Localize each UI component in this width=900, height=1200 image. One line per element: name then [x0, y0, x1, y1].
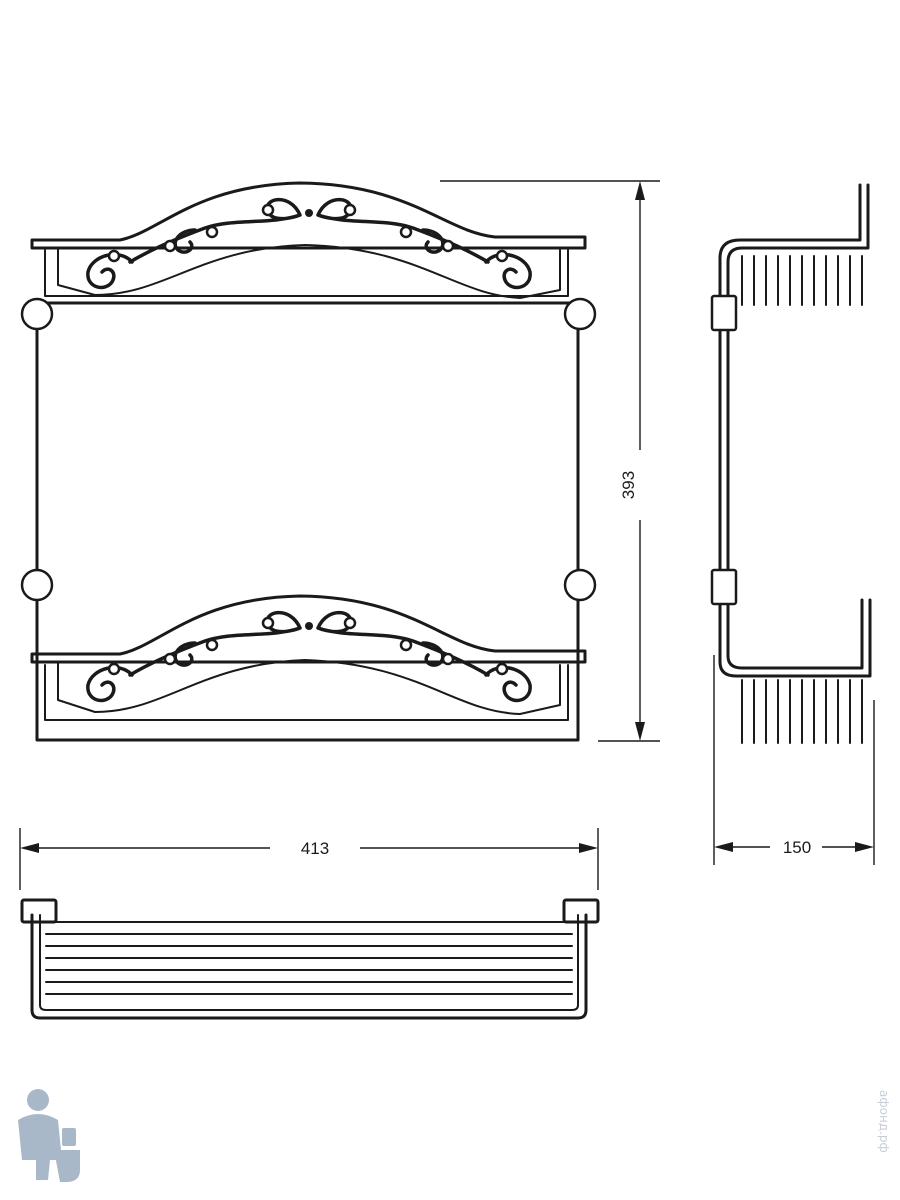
side-bottom-hook	[718, 598, 872, 678]
height-label: 393	[619, 471, 638, 499]
bottom-shelf-inner-frame	[57, 659, 561, 715]
side-top-hook-outer	[718, 183, 862, 298]
side-bottom-clamp	[710, 568, 738, 606]
bottom-shelf-ornament	[86, 610, 532, 703]
bottom-shelf	[20, 568, 597, 742]
top-view-right-bracket	[562, 898, 600, 924]
depth-arrow-right	[855, 842, 874, 852]
plumber-with-toilet-icon	[18, 1089, 80, 1182]
height-arrow-bottom	[635, 722, 645, 741]
top-view-basket-inner	[39, 914, 579, 1011]
top-view-basket-frame	[30, 913, 588, 1020]
height-arrow-top	[635, 181, 645, 200]
side-bottom-basket-wires	[741, 679, 863, 744]
bottom-left-ball-connector	[20, 568, 54, 602]
side-top-basket-wires	[741, 255, 863, 306]
bottom-right-ball-connector	[563, 568, 597, 602]
depth-label: 150	[783, 838, 811, 857]
width-arrow-right	[579, 843, 598, 853]
side-top-clamp	[710, 294, 738, 332]
height-dimension: 393	[440, 180, 660, 742]
side-bottom-hook-inner	[726, 598, 864, 670]
top-shelf-ornament	[86, 197, 532, 290]
top-left-ball-connector	[20, 297, 54, 331]
side-top-hook	[726, 183, 870, 298]
width-dimension: 413	[19, 828, 599, 890]
top-shelf-basket-edge	[44, 249, 569, 297]
top-view	[20, 898, 600, 1020]
top-right-ball-connector	[563, 297, 597, 331]
depth-arrow-left	[714, 842, 733, 852]
top-shelf-inner-frame	[57, 244, 561, 299]
watermark-logo	[18, 1089, 80, 1182]
watermark-text: афонд.рф	[877, 1090, 891, 1153]
top-shelf	[20, 181, 597, 331]
bottom-shelf-base-bar	[35, 666, 580, 742]
width-arrow-left	[20, 843, 39, 853]
bottom-shelf-arched-rail	[30, 594, 587, 664]
top-view-rails	[45, 921, 573, 995]
front-view	[20, 181, 597, 742]
width-label: 413	[301, 839, 329, 858]
depth-dimension: 150	[713, 655, 875, 865]
top-shelf-arched-rail	[30, 181, 587, 250]
side-view	[710, 183, 872, 744]
bottom-shelf-basket-edge	[44, 664, 569, 721]
